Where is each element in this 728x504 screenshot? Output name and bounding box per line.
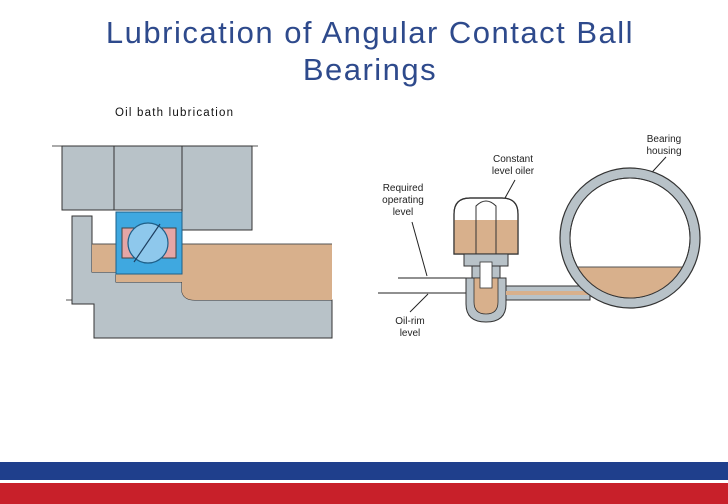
label-bearing-housing: Bearing housing (646, 134, 682, 157)
label-required-operating-level: Required operating level (382, 183, 424, 218)
footer-separator (0, 480, 728, 483)
constant-level-oiler-diagram (378, 156, 701, 323)
oiler-oil (454, 220, 518, 254)
title-line-2: Bearings (302, 52, 438, 87)
shaft-block-1 (61, 145, 115, 211)
label-constant-level-oiler: Constant level oiler (491, 154, 535, 177)
slide-title: Lubrication of Angular Contact Ball Bear… (60, 14, 680, 88)
housing-oil (577, 267, 683, 298)
bearing-section (52, 145, 333, 339)
subheading-oil-bath: Oil bath lubrication (115, 107, 235, 119)
oil-bath (92, 244, 332, 300)
shaft-block-3 (181, 145, 253, 231)
shaft-block-2 (113, 145, 183, 211)
footer-band-blue (0, 462, 728, 480)
footer-band-red (0, 483, 728, 504)
bearing-ball (127, 222, 169, 264)
title-line-1: Lubrication of Angular Contact Ball (105, 15, 635, 50)
label-oil-rim-level: Oil-rim level (395, 316, 425, 339)
